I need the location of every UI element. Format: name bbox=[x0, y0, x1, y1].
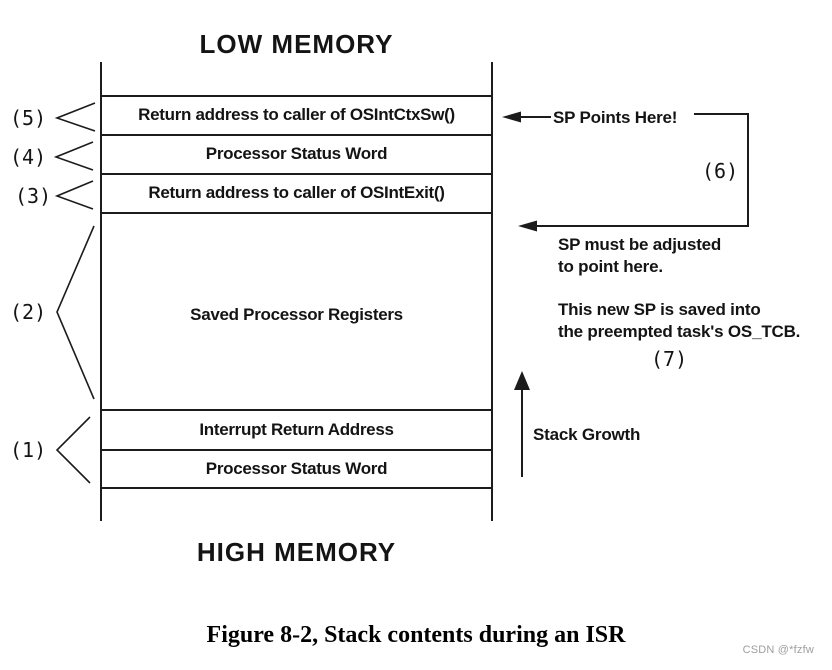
stack-row-osintctxsw: Return address to caller of OSIntCtxSw() bbox=[138, 105, 455, 124]
low-memory-title: LOW MEMORY bbox=[199, 29, 394, 59]
stack-row-psw-top: Processor Status Word bbox=[205, 144, 388, 163]
bracket-ref-1 bbox=[55, 416, 91, 484]
ref-1: (1) bbox=[10, 438, 47, 462]
ref-3: (3) bbox=[15, 184, 52, 208]
stack-row-int-return: Interrupt Return Address bbox=[199, 420, 394, 439]
new-sp-line1: This new SP is saved into bbox=[558, 300, 761, 319]
bracket-ref-5 bbox=[54, 102, 96, 132]
bracket-ref-3 bbox=[54, 180, 94, 210]
sp-adjust-line1: SP must be adjusted bbox=[558, 235, 722, 254]
sp-points-here-label: SP Points Here! bbox=[553, 108, 678, 127]
stack-row-saved-regs: Saved Processor Registers bbox=[190, 305, 403, 324]
ref-5: (5) bbox=[10, 106, 47, 130]
arrow-left-icon bbox=[502, 111, 521, 123]
arrow-up-icon bbox=[514, 371, 530, 390]
high-memory-title: HIGH MEMORY bbox=[196, 537, 397, 567]
ref-6: (6) bbox=[702, 159, 739, 183]
arrow-left-icon bbox=[518, 220, 537, 232]
bracket-ref-4 bbox=[53, 141, 94, 171]
ref-4: (4) bbox=[10, 145, 47, 169]
ref-7: (7) bbox=[651, 347, 688, 371]
new-sp-line2: the preempted task's OS_TCB. bbox=[558, 322, 801, 341]
sp-adjust-note: SP must be adjusted to point here. bbox=[558, 234, 721, 278]
figure-caption: Figure 8-2, Stack contents during an ISR bbox=[206, 622, 626, 648]
watermark: CSDN @*fzfw bbox=[742, 644, 814, 656]
ref-2: (2) bbox=[10, 300, 47, 324]
stack-row-osintexit: Return address to caller of OSIntExit() bbox=[148, 183, 445, 202]
new-sp-note: This new SP is saved into the preempted … bbox=[558, 299, 800, 343]
sp-adjust-line2: to point here. bbox=[558, 257, 663, 276]
bracket-ref-2 bbox=[56, 225, 95, 400]
stack-row-psw-bottom: Processor Status Word bbox=[205, 459, 388, 478]
stack-growth-label: Stack Growth bbox=[533, 425, 641, 444]
